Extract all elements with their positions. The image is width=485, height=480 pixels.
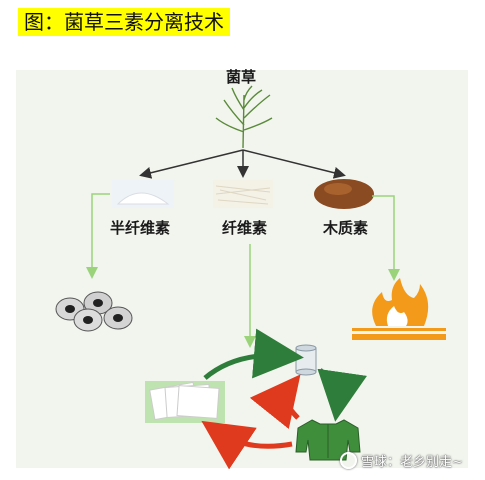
branch-lines (86, 193, 400, 348)
hemicellulose-label: 半纤维素 (110, 219, 171, 237)
recycle-arrows (201, 328, 367, 470)
green-shirt-icon (295, 419, 361, 461)
figure-title: 图：菌草三素分离技术 (18, 8, 230, 36)
grass-plant-icon (215, 85, 273, 149)
watermark-text: 雪球：老乡别走~ (361, 455, 463, 470)
paper-sheets-icon (145, 381, 225, 423)
yarn-spool-icon (295, 344, 317, 376)
root-label: 菌草 (226, 68, 257, 86)
cellulose-label: 纤维素 (222, 219, 268, 237)
film-rolls-icon (55, 291, 133, 332)
white-powder-icon (112, 180, 174, 208)
flame-icon (352, 278, 446, 340)
split-arrows (139, 149, 346, 179)
white-fiber-icon (213, 180, 273, 208)
snowball-logo-icon (340, 452, 357, 469)
brown-powder-icon (314, 179, 374, 209)
lignin-label: 木质素 (323, 219, 369, 237)
watermark: 雪球：老乡别走~ (340, 451, 463, 470)
